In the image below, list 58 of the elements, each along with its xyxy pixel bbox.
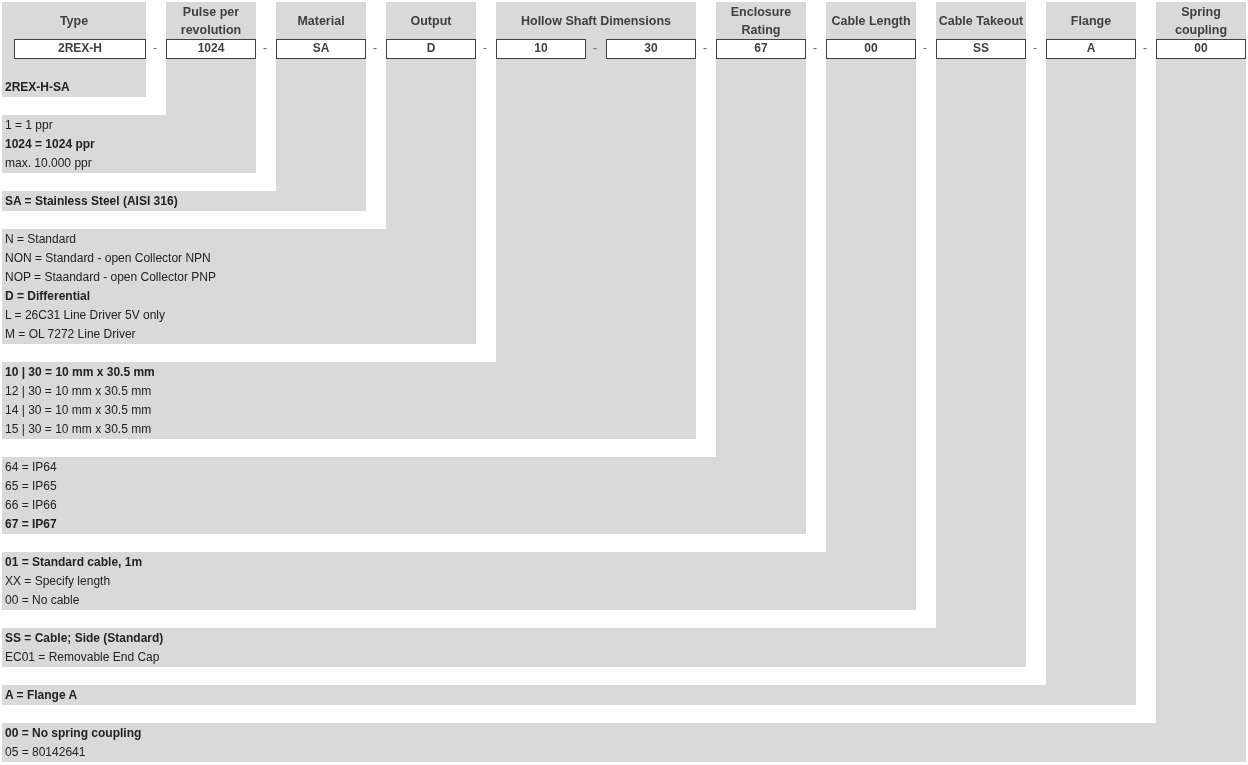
separator-dash: - (1033, 41, 1038, 55)
option-line: SS = Cable; Side (Standard) (5, 629, 165, 647)
code-field: 2REX-H (14, 39, 146, 59)
separator-dash: - (813, 41, 818, 55)
separator-dash: - (1143, 41, 1148, 55)
separator-dash: - (373, 41, 378, 55)
column-header: Enclosure Rating (716, 2, 806, 39)
column-header: Output (386, 2, 476, 39)
separator-dash: - (263, 41, 268, 55)
column-header: Cable Takeout (936, 2, 1026, 39)
column-header: Flange (1046, 2, 1136, 39)
option-line: N = Standard (5, 230, 78, 248)
option-line: NON = Standard - open Collector NPN (5, 249, 212, 267)
option-line: 1 = 1 ppr (5, 116, 54, 134)
option-line: 00 = No spring coupling (5, 724, 143, 742)
option-line: 12 | 30 = 10 mm x 30.5 mm (5, 382, 153, 400)
option-line: 00 = No cable (5, 591, 81, 609)
code-field: 30 (606, 39, 696, 59)
code-field: 10 (496, 39, 586, 59)
option-line: 15 | 30 = 10 mm x 30.5 mm (5, 420, 153, 438)
option-line: 10 | 30 = 10 mm x 30.5 mm (5, 363, 156, 381)
code-field: D (386, 39, 476, 59)
option-line: M = OL 7272 Line Driver (5, 325, 137, 343)
code-field: 1024 (166, 39, 256, 59)
column-header: Material (276, 2, 366, 39)
column-header: Cable Length (826, 2, 916, 39)
option-line: 1024 = 1024 ppr (5, 135, 96, 153)
option-line: 64 = IP64 (5, 458, 58, 476)
option-line: 14 | 30 = 10 mm x 30.5 mm (5, 401, 153, 419)
option-line: 65 = IP65 (5, 477, 58, 495)
code-field: 67 (716, 39, 806, 59)
separator-dash: - (923, 41, 928, 55)
separator-dash: - (153, 41, 158, 55)
option-line: L = 26C31 Line Driver 5V only (5, 306, 166, 324)
column-header: Pulse per revolution (166, 2, 256, 39)
option-line: max. 10.000 ppr (5, 154, 93, 172)
option-line: NOP = Staandard - open Collector PNP (5, 268, 217, 286)
option-line: 01 = Standard cable, 1m (5, 553, 144, 571)
option-line: EC01 = Removable End Cap (5, 648, 161, 666)
column-header: Type (2, 2, 146, 39)
column-header: Hollow Shaft Dimensions (496, 2, 696, 39)
option-line: 67 = IP67 (5, 515, 58, 533)
option-line: A = Flange A (5, 686, 79, 704)
option-line: XX = Specify length (5, 572, 112, 590)
option-line: 2REX-H-SA (5, 78, 71, 96)
code-field: SA (276, 39, 366, 59)
option-line: 05 = 80142641 (5, 743, 87, 761)
separator-dash: - (593, 41, 598, 55)
code-field: 00 (1156, 39, 1246, 59)
code-field: A (1046, 39, 1136, 59)
option-line: 66 = IP66 (5, 496, 58, 514)
option-line: SA = Stainless Steel (AISI 316) (5, 192, 179, 210)
code-field: 00 (826, 39, 916, 59)
separator-dash: - (483, 41, 488, 55)
separator-dash: - (703, 41, 708, 55)
option-line: D = Differential (5, 287, 92, 305)
code-field: SS (936, 39, 1026, 59)
column-header: Spring coupling (1156, 2, 1246, 39)
